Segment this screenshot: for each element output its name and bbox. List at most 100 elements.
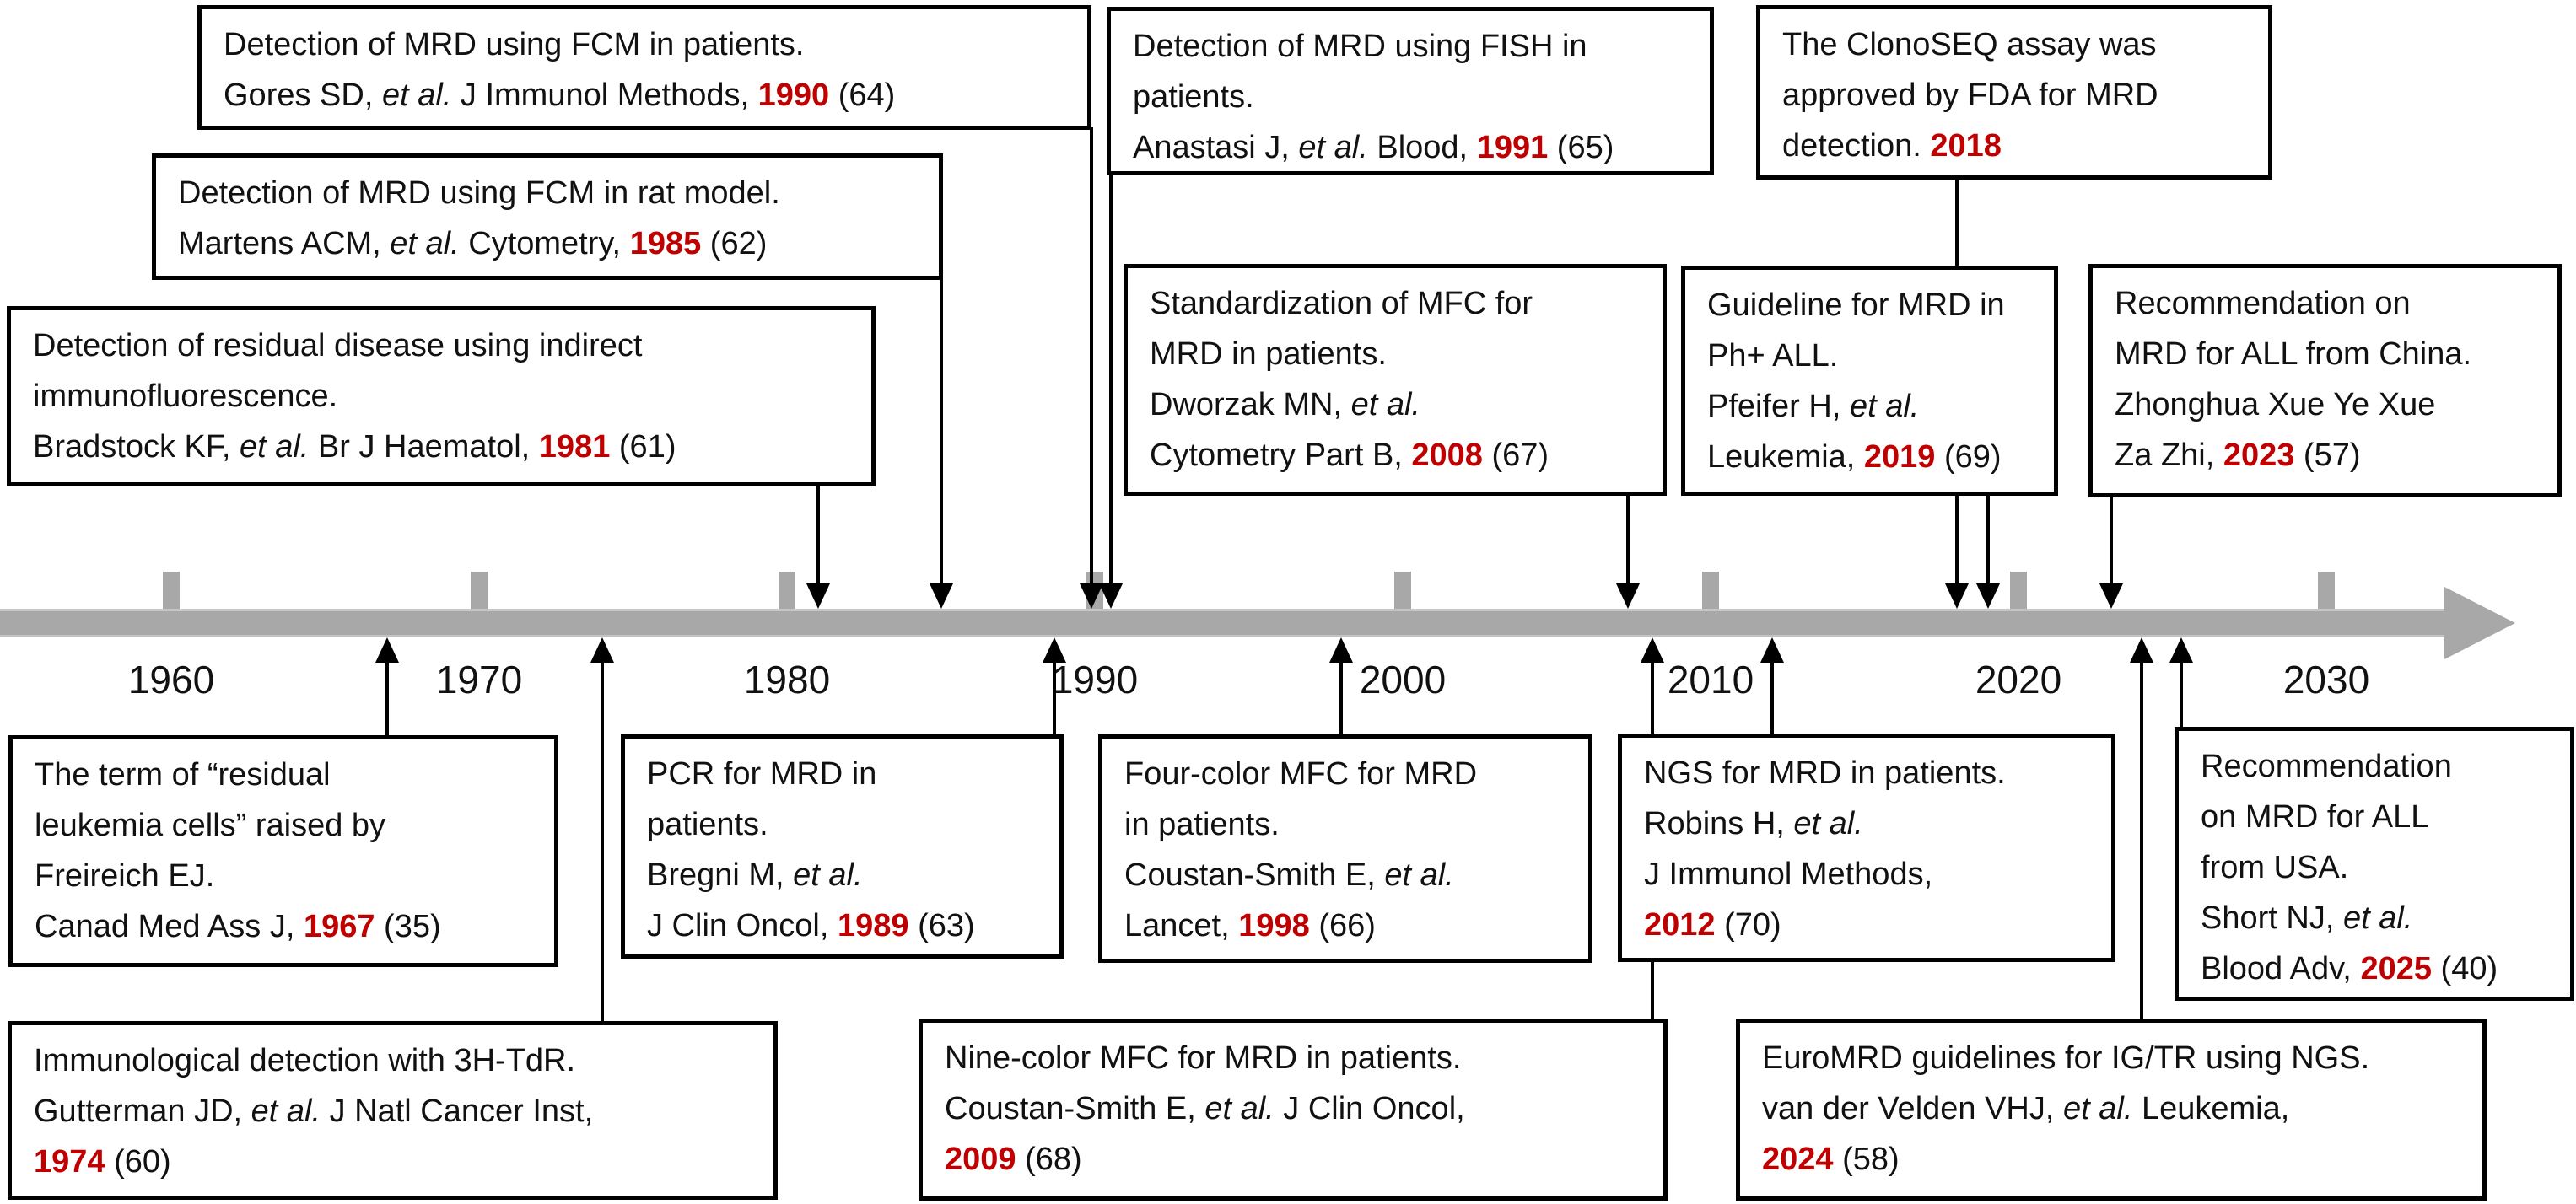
et-al-italic: et al.: [1298, 130, 1368, 165]
event-text-segment: Martens ACM,: [178, 226, 391, 261]
event-text-line: Standardization of MFC for: [1150, 278, 1641, 329]
decade-year-label: 2020: [1975, 658, 2062, 701]
event-text-line: NGS for MRD in patients.: [1644, 748, 2089, 798]
event-text-segment: Blood Adv,: [2201, 951, 2361, 986]
connector-arrowhead: [2169, 637, 2193, 663]
event-text-segment: Guideline for MRD in: [1707, 288, 2005, 323]
event-text-segment: Br J Haematol,: [309, 429, 539, 465]
et-al-italic: et al.: [2342, 900, 2413, 936]
event-text-line: The term of “residual: [35, 750, 532, 800]
event-text-line: Blood Adv, 2025 (40): [2201, 943, 2548, 994]
event-text-line: Pfeifer H, et al.: [1707, 381, 2032, 432]
connector-line: [1108, 173, 1113, 587]
event-text-line: Dworzak MN, et al.: [1150, 379, 1641, 430]
connector-line: [385, 658, 389, 738]
connector-line: [601, 658, 604, 1024]
event-text-segment: van der Velden VHJ,: [1762, 1091, 2063, 1126]
event-text-segment: MRD in patients.: [1150, 336, 1387, 372]
event-year-red: 2012: [1644, 907, 1716, 943]
event-text-segment: immunofluorescence.: [33, 379, 338, 414]
event-text-segment: Leukemia,: [1707, 439, 1864, 475]
event-text-segment: Freireich EJ.: [35, 858, 215, 894]
event-text-segment: Anastasi J,: [1133, 130, 1299, 165]
event-text-segment: Standardization of MFC for: [1150, 286, 1533, 321]
event-text-segment: (68): [1016, 1142, 1082, 1177]
event-text-line: Za Zhi, 2023 (57): [2115, 430, 2536, 481]
event-text-line: leukemia cells” raised by: [35, 800, 532, 851]
connector-arrowhead: [1975, 583, 2000, 609]
et-al-italic: et al.: [1849, 389, 1920, 424]
event-year-red: 2024: [1762, 1142, 1834, 1177]
event-box-gores-1990: Detection of MRD using FCM in patients. G…: [197, 5, 1091, 130]
event-text-segment: Canad Med Ass J,: [35, 909, 304, 944]
event-text-segment: patients.: [1133, 79, 1254, 115]
event-year-red: 1998: [1238, 908, 1310, 943]
decade-year-label: 2010: [1667, 658, 1754, 701]
event-text-segment: Leukemia,: [2132, 1091, 2290, 1126]
event-box-anastasi-1991: Detection of MRD using FISH in patients. A…: [1107, 7, 1714, 175]
decade-year-label: 1970: [435, 658, 523, 701]
et-al-italic: et al.: [239, 429, 310, 465]
et-al-italic: et al.: [1384, 857, 1454, 893]
event-text-line: PCR for MRD in: [647, 749, 1037, 799]
event-text-segment: Coustan-Smith E,: [945, 1091, 1205, 1126]
event-text-line: approved by FDA for MRD: [1782, 70, 2246, 121]
event-text-line: Bregni M, et al.: [647, 850, 1037, 900]
decade-year-label: 2030: [2282, 658, 2370, 701]
timeline-bar: [0, 609, 2446, 637]
event-text-line: Zhonghua Xue Ye Xue: [2115, 379, 2536, 430]
event-box-ngs-2012: NGS for MRD in patients.Robins H, et al.…: [1618, 734, 2115, 962]
event-text-segment: (58): [1833, 1142, 1900, 1177]
event-text-line: 2009 (68): [945, 1134, 1641, 1185]
et-al-italic: et al.: [2063, 1091, 2133, 1126]
connector-line: [1090, 127, 1093, 587]
event-text-line: Martens ACM, et al. Cytometry, 1985 (62): [178, 218, 917, 269]
event-text-segment: Detection of MRD using FCM in patients.: [224, 27, 805, 62]
event-text-line: Gutterman JD, et al. J Natl Cancer Inst,: [34, 1086, 752, 1137]
event-text-segment: Four-color MFC for MRD: [1124, 756, 1478, 792]
event-text-segment: (61): [610, 429, 676, 465]
et-al-italic: et al.: [1350, 387, 1420, 422]
decade-tick: [1394, 572, 1411, 609]
event-text-segment: Zhonghua Xue Ye Xue: [2115, 387, 2436, 422]
decade-tick: [163, 572, 180, 609]
event-text-line: J Immunol Methods,: [1644, 849, 2089, 900]
event-text-segment: Short NJ,: [2201, 900, 2343, 936]
decade-tick: [779, 572, 795, 609]
event-text-line: Gores SD, et al. J Immunol Methods, 1990…: [224, 70, 1065, 121]
event-text-line: Guideline for MRD in: [1707, 280, 2032, 331]
event-text-segment: Detection of residual disease using indi…: [33, 328, 643, 363]
event-text-line: Robins H, et al.: [1644, 798, 2089, 849]
decade-tick: [471, 572, 488, 609]
event-text-segment: (64): [829, 78, 896, 113]
et-al-italic: et al.: [251, 1094, 321, 1129]
connector-arrowhead: [1760, 637, 1784, 663]
connector-line: [1052, 658, 1056, 737]
event-text-segment: Gores SD,: [224, 78, 382, 113]
event-text-line: Canad Med Ass J, 1967 (35): [35, 901, 532, 952]
event-text-segment: Bregni M,: [647, 857, 794, 893]
event-box-bradstock-1981: Detection of residual disease using indi…: [7, 306, 876, 486]
event-text-segment: (57): [2294, 438, 2361, 473]
event-text-line: Short NJ, et al.: [2201, 893, 2548, 943]
connector-arrowhead: [1616, 583, 1640, 609]
event-text-line: Detection of MRD using FISH in: [1133, 21, 1688, 72]
event-text-line: Bradstock KF, et al. Br J Haematol, 1981…: [33, 422, 849, 472]
event-box-martens-1985: Detection of MRD using FCM in rat model.…: [152, 153, 943, 280]
event-text-segment: Nine-color MFC for MRD in patients.: [945, 1040, 1462, 1076]
event-box-euromrd-2024: EuroMRD guidelines for IG/TR using NGS.v…: [1736, 1019, 2487, 1201]
event-text-segment: approved by FDA for MRD: [1782, 78, 2158, 113]
event-text-segment: (67): [1482, 438, 1549, 473]
event-year-red: 1974: [34, 1144, 105, 1180]
timeline-arrowhead: [2444, 587, 2515, 659]
event-text-segment: J Natl Cancer Inst,: [321, 1094, 594, 1129]
connector-line: [2179, 658, 2183, 729]
connector-line: [1626, 493, 1630, 587]
event-text-line: Recommendation: [2201, 741, 2548, 792]
et-al-italic: et al.: [1793, 806, 1863, 841]
